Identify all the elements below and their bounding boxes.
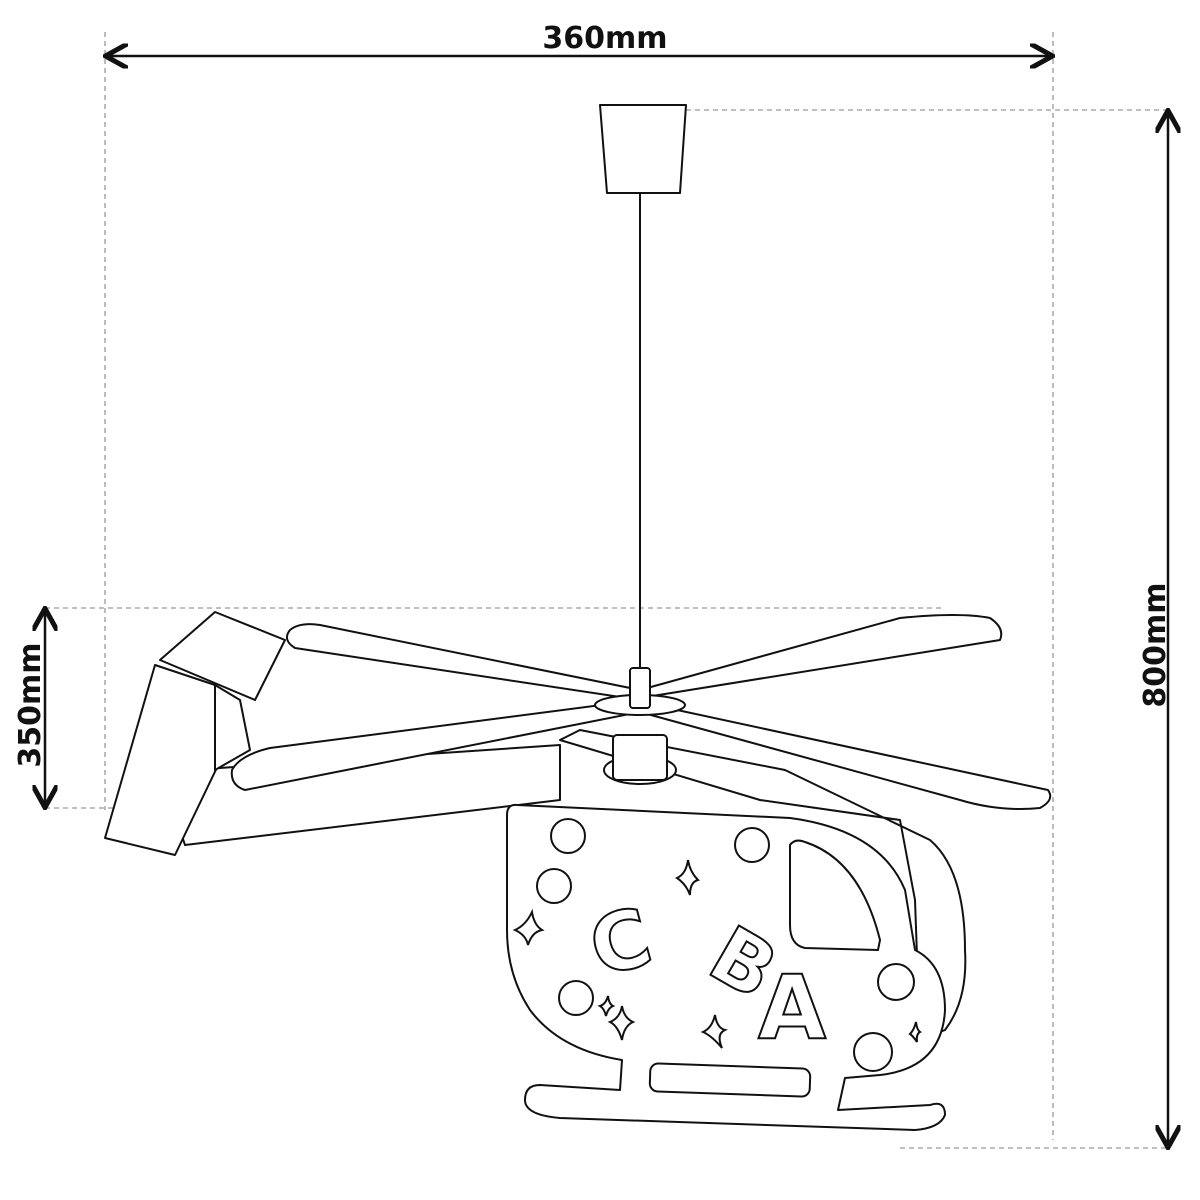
height-dimension-label: 800mm (1138, 582, 1173, 707)
rotor-hub (629, 667, 651, 709)
rotor-blade (639, 701, 1052, 810)
light-socket (603, 734, 677, 785)
rotor-blade (639, 614, 1003, 699)
ceiling-canopy (599, 104, 687, 194)
porthole-circles (536, 818, 915, 1072)
sparkle-stars (512, 859, 922, 1049)
rotor-blade (230, 699, 641, 791)
width-dimension-label: 360mm (542, 21, 667, 56)
skid-slot (648, 1062, 812, 1098)
rotor-blades (230, 614, 1052, 810)
rotor-blade (285, 623, 641, 701)
cockpit-window (789, 839, 881, 951)
letter-a: A (758, 956, 826, 1059)
body-height-dimension-label: 350mm (13, 642, 48, 767)
